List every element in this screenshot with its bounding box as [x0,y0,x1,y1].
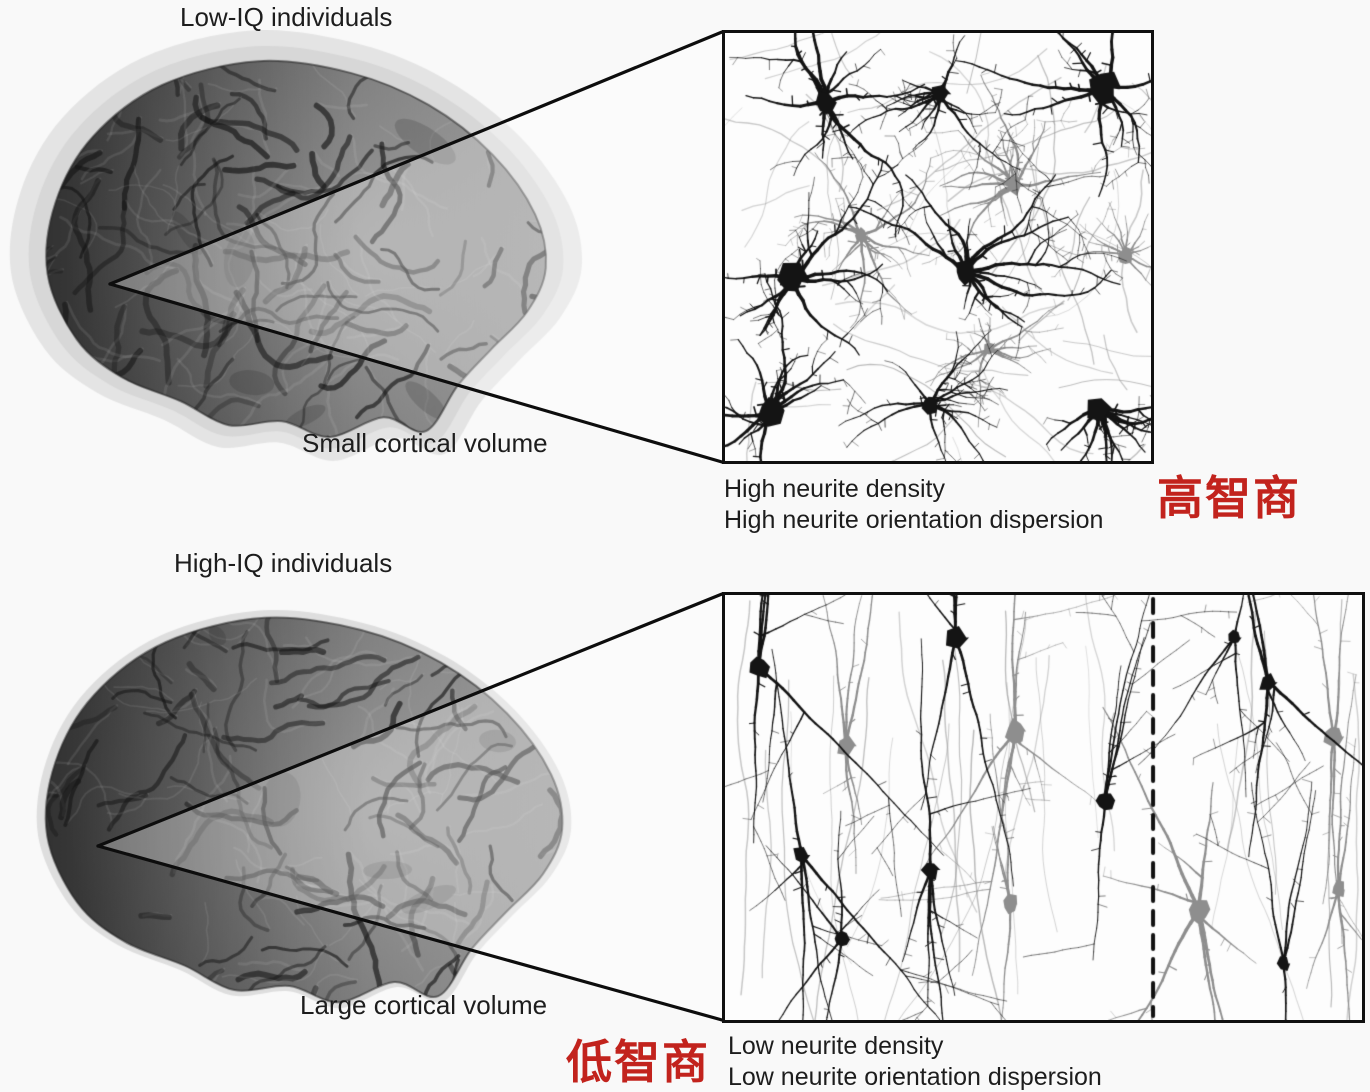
large-cortical-volume-caption: Large cortical volume [300,990,548,1020]
low-iq-title: Low-IQ individuals [180,2,393,32]
high-density-caption: High neurite density High neurite orient… [724,474,1103,536]
high-iq-title: High-IQ individuals [174,548,393,578]
high-iq-annotation: 高智商 [1157,472,1301,524]
low-density-caption-line1: Low neurite density [728,1032,944,1060]
brain-high-iq-image [0,586,612,1038]
brain-low-iq-image [2,30,594,472]
inset-box-low-density [722,592,1365,1023]
small-cortical-volume-caption: Small cortical volume [302,428,548,458]
high-density-caption-line2: High neurite orientation dispersion [724,506,1104,534]
low-iq-annotation: 低智商 [566,1036,710,1088]
low-density-caption: Low neurite density Low neurite orientat… [728,1031,1102,1092]
high-density-caption-line1: High neurite density [724,475,945,503]
inset-box-high-density [722,30,1154,464]
low-density-caption-line2: Low neurite orientation dispersion [728,1063,1102,1091]
high-density-neurites-image [725,33,1151,461]
low-density-neurites-image [725,595,1362,1020]
